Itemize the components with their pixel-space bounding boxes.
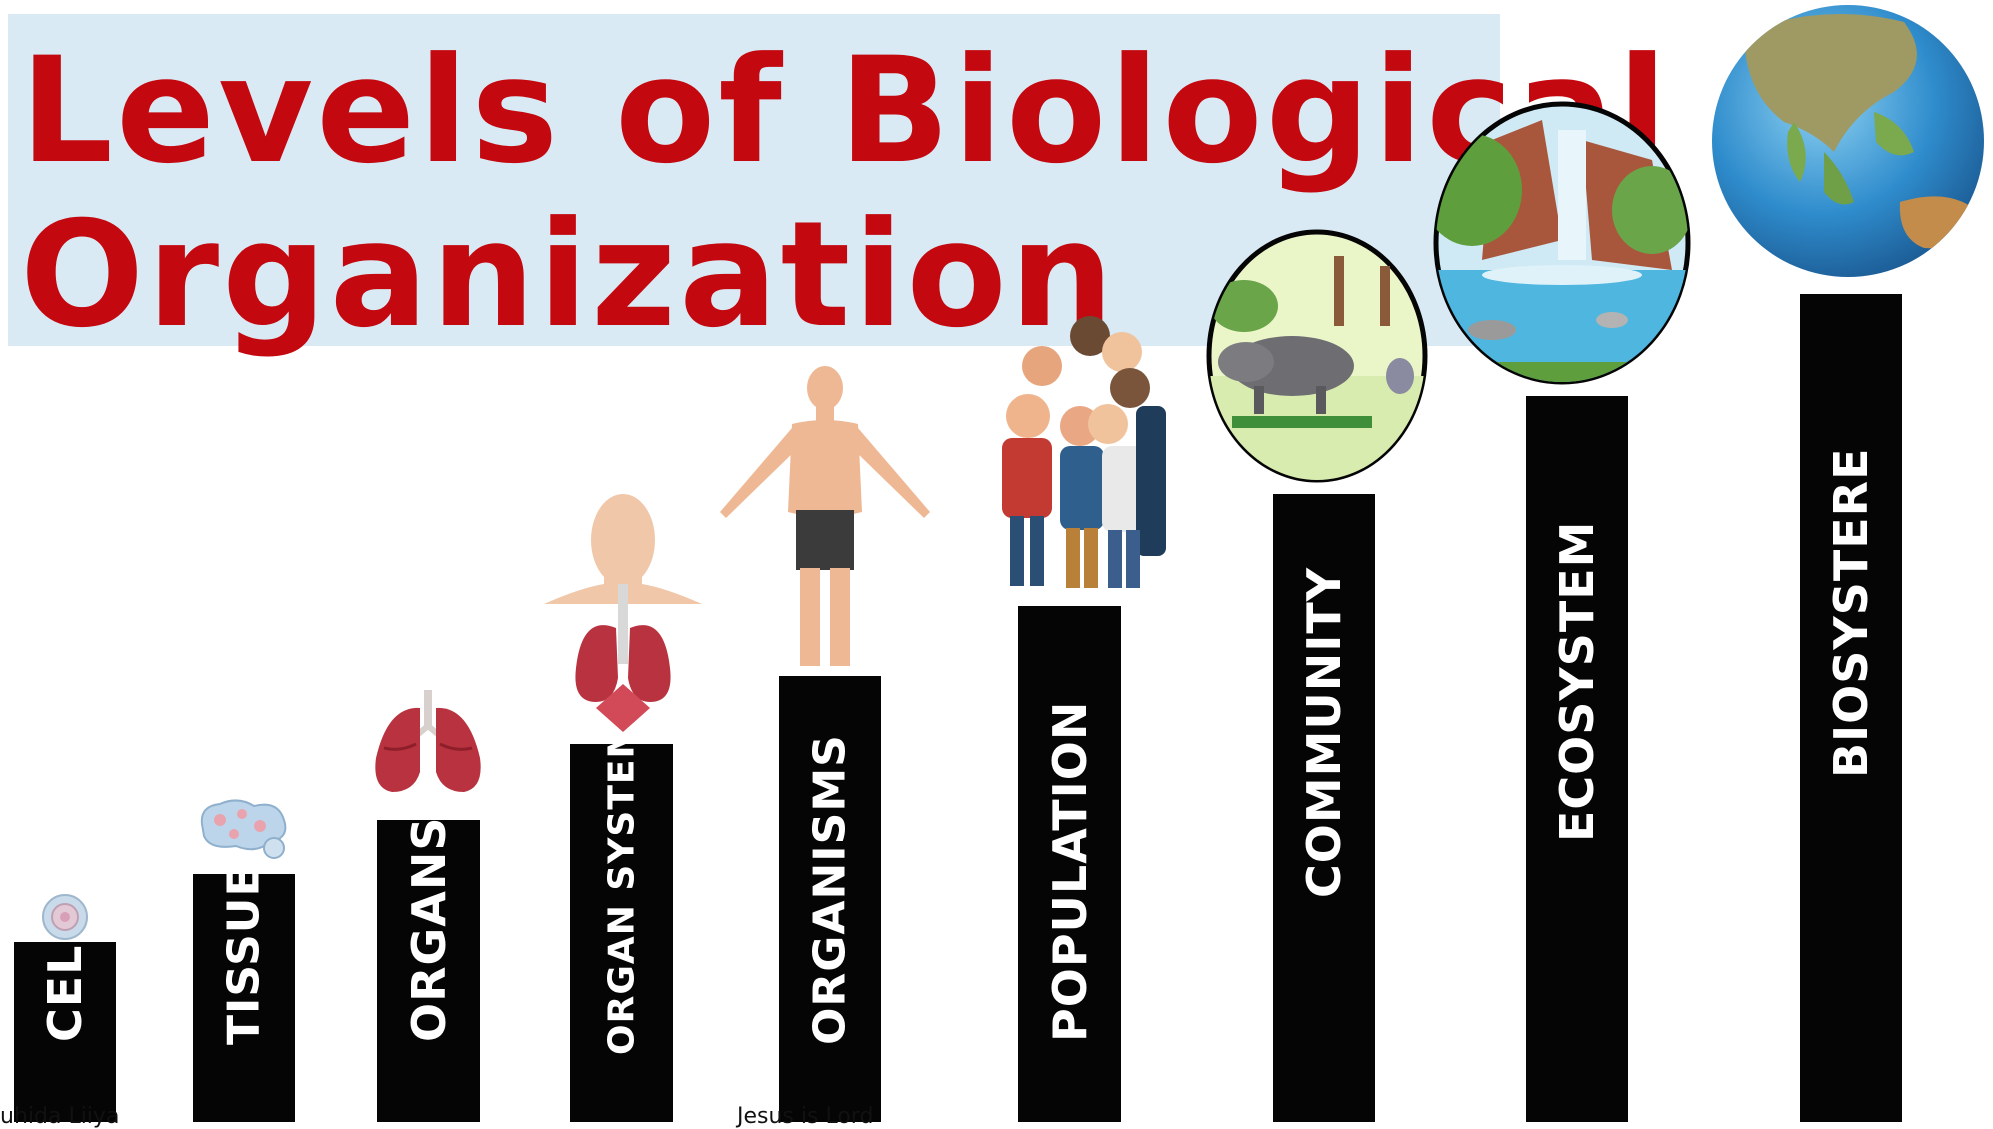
level-bar-organs: ORGANS bbox=[377, 816, 480, 1122]
level-label: COMMUNITY bbox=[1297, 566, 1351, 898]
level-bar-population: POPULATION bbox=[1018, 606, 1121, 1122]
animal-community-icon bbox=[1206, 229, 1428, 483]
earth-globe-icon bbox=[1712, 5, 1984, 277]
tissue-icon bbox=[200, 799, 287, 859]
level-bar-biosystere: BIOSYSTERE bbox=[1800, 294, 1902, 1122]
page-title-line-1: Levels of Biological bbox=[20, 26, 1671, 196]
level-label: ORGAN SYSTEMS bbox=[601, 694, 642, 1055]
level-label: TISSUES bbox=[218, 832, 270, 1045]
level-label: ORGANS bbox=[401, 816, 456, 1042]
cell-icon bbox=[42, 894, 88, 940]
level-label: ECOSYSTEM bbox=[1550, 520, 1604, 842]
level-bar-community: COMMUNITY bbox=[1273, 494, 1375, 1122]
level-bar-tissues: TISSUES bbox=[193, 833, 295, 1122]
level-label: POPULATION bbox=[1042, 700, 1097, 1042]
footer-center-text: Jesus is Lord bbox=[737, 1104, 874, 1129]
respiratory-system-icon bbox=[544, 494, 702, 732]
level-label: ORGANISMS bbox=[804, 734, 856, 1045]
level-bar-organisms: ORGANISMS bbox=[779, 676, 881, 1122]
human-icon bbox=[720, 366, 930, 666]
lungs-icon bbox=[375, 690, 481, 792]
waterfall-ecosystem-icon bbox=[1433, 101, 1691, 385]
level-label: BIOSYSTERE bbox=[1824, 447, 1878, 779]
level-bar-ecosystem: ECOSYSTEM bbox=[1526, 396, 1628, 1122]
page-title-line-2: Organization bbox=[20, 190, 1117, 360]
level-bar-organ-systems: ORGAN SYSTEMS bbox=[570, 695, 673, 1122]
level-bar-cells: CELLS bbox=[14, 880, 116, 1122]
footer-left-text: uhida Liiya bbox=[0, 1104, 120, 1129]
people-group-icon bbox=[1002, 316, 1166, 588]
